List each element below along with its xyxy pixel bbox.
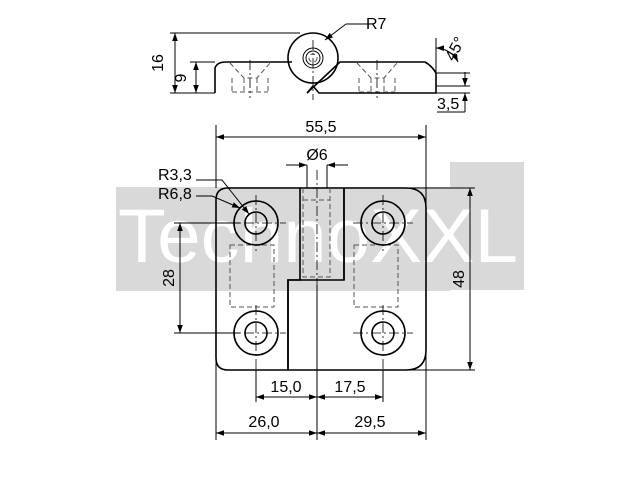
hole-bottom-right <box>353 305 413 380</box>
pocket-right-hidden <box>353 244 399 308</box>
hole-bottom-left <box>226 305 286 380</box>
front-view: Ø6 R3, <box>158 119 475 440</box>
hole-top-right <box>353 195 413 251</box>
dim-175-label: 17,5 <box>334 379 365 396</box>
dim-260-label: 26,0 <box>248 414 279 431</box>
pin-dia-label: Ø6 <box>306 147 327 164</box>
pocket-left-hidden <box>229 244 275 308</box>
dim-35-label: 3,5 <box>437 96 459 113</box>
watermark-text: TechnoXXL <box>118 194 518 279</box>
r33-label: R3,3 <box>158 167 192 184</box>
side-view: 16 9 R7 45° 3,5 <box>150 16 470 113</box>
dim-16-label: 16 <box>150 54 167 72</box>
r7-label: R7 <box>366 16 387 33</box>
dim-150-label: 15,0 <box>270 379 301 396</box>
r7-leader <box>324 23 347 41</box>
countersink-right <box>356 62 398 93</box>
r68-leader <box>196 195 241 209</box>
dim-55-label: 55,5 <box>305 119 336 136</box>
dim-9-label: 9 <box>173 73 190 82</box>
watermark-band-end <box>450 162 524 290</box>
dim-28-label: 28 <box>161 269 178 287</box>
dim-295-label: 29,5 <box>354 414 385 431</box>
angle-arc <box>435 45 459 63</box>
r33-leader <box>196 179 250 215</box>
side-view-leaves <box>214 61 437 94</box>
dim-48-label: 48 <box>451 270 468 288</box>
pin-hidden <box>302 188 331 278</box>
r68-label: R6,8 <box>158 186 192 203</box>
angle-45-label: 45° <box>443 35 469 64</box>
countersink-left <box>229 62 271 93</box>
